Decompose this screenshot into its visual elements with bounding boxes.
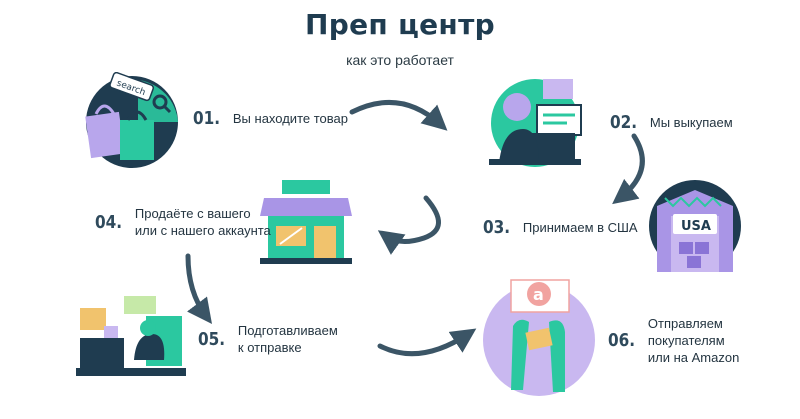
page-subtitle: как это работает <box>346 52 454 68</box>
step-06: 06. Отправляем покупателям или на Amazon <box>608 315 739 366</box>
arrow-05-06 <box>377 328 477 357</box>
shopping-illustration: search <box>85 72 178 168</box>
step-number: 02. <box>610 112 638 133</box>
step-label: Принимаем в США <box>522 220 638 235</box>
warehouse-illustration: USA <box>649 180 741 272</box>
delivery-illustration: a <box>483 279 595 396</box>
step-number: 06. <box>608 330 636 351</box>
usa-sign-text: USA <box>681 219 711 234</box>
arrow-04-05 <box>185 253 212 325</box>
step-04: 04. Продаёте с вашего или с нашего аккау… <box>95 205 271 239</box>
arrow-02-03 <box>612 133 645 205</box>
step-number: 04. <box>95 211 123 233</box>
step-02: 02. Мы выкупаем <box>610 112 733 133</box>
page-title: Преп центр <box>305 8 495 41</box>
prep-illustration <box>76 296 186 376</box>
step-label: Отправляем покупателям или на Amazon <box>647 316 740 365</box>
step-label: Мы выкупаем <box>649 115 733 130</box>
buyer-illustration <box>489 79 582 167</box>
step-05: 05. Подготавливаем к отправке <box>198 322 338 356</box>
step-number: 03. <box>483 217 511 238</box>
step-number: 01. <box>193 108 221 129</box>
amazon-letter: a <box>533 285 544 304</box>
step-number: 05. <box>198 328 226 350</box>
step-03: 03. Принимаем в США <box>483 217 638 238</box>
arrow-01-02 <box>349 99 448 131</box>
storefront-illustration <box>260 180 352 264</box>
step-label: Продаёте с вашего или с нашего аккаунта <box>134 206 271 238</box>
arrow-03-04 <box>377 195 441 255</box>
step-01: 01. Вы находите товар <box>193 108 348 129</box>
step-label: Подготавливаем к отправке <box>237 323 338 355</box>
step-label: Вы находите товар <box>232 111 348 126</box>
